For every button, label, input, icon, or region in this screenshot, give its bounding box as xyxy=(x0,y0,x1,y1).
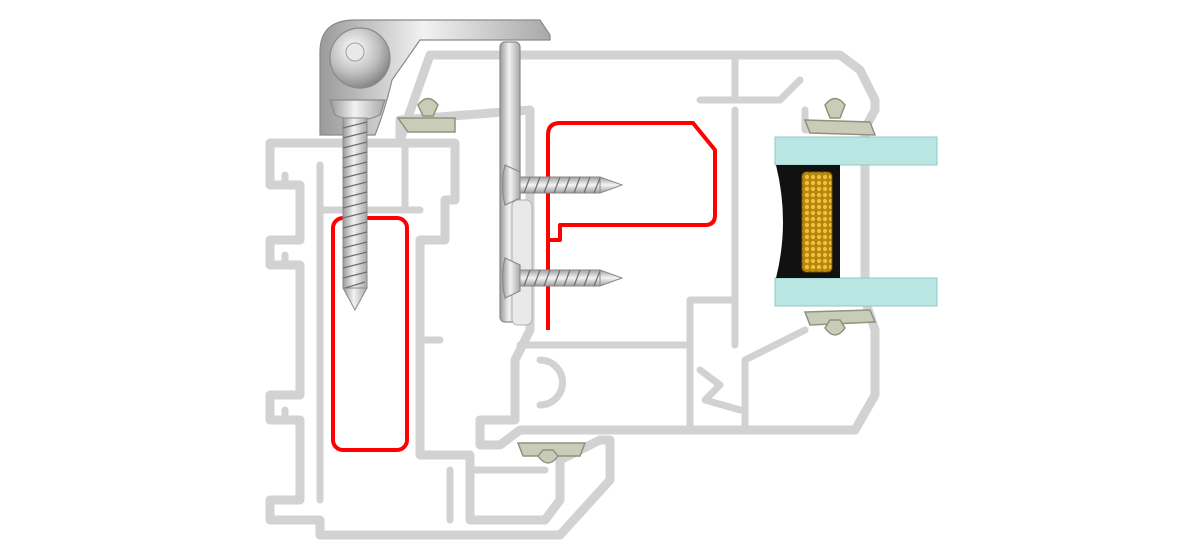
gasket-icon xyxy=(516,442,587,464)
screw-icon xyxy=(501,257,624,299)
gasket-icon xyxy=(396,97,456,133)
gasket-icon xyxy=(803,309,877,336)
screw-icon xyxy=(329,99,386,312)
desiccant-fill xyxy=(801,171,833,273)
glazing-unit-icon xyxy=(774,136,938,307)
screw-icon xyxy=(501,164,624,206)
sash-profile xyxy=(395,50,880,450)
gasket-icon xyxy=(803,97,877,136)
frame-steel-reinforcement xyxy=(331,216,409,452)
glass-pane-bottom xyxy=(774,277,938,307)
sash-steel-reinforcement xyxy=(546,121,717,330)
glass-pane-top xyxy=(774,136,938,166)
